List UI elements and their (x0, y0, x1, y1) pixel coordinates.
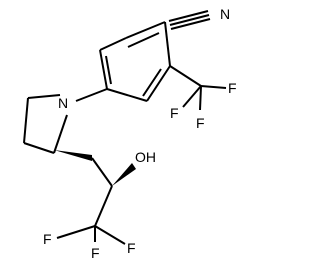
nitrile-n-label: N (220, 6, 230, 22)
stereo-wedge-1 (54, 150, 92, 161)
benzene-ring (99, 21, 171, 102)
fluorine-label: F (228, 80, 237, 96)
trifluoromethyl-aryl (169, 65, 227, 111)
nitrile-group (168, 10, 211, 30)
hydroxyl-label: OH (135, 149, 156, 165)
fluorine-label: F (170, 105, 179, 121)
stereo-wedge-2 (112, 163, 136, 186)
structure-diagram: N N OH F F F F F F (23, 6, 237, 261)
pyrrolidine-n-label: N (58, 95, 68, 111)
aryl-n-bond (75, 88, 108, 102)
fluorine-label: F (196, 115, 205, 131)
fluorine-label: F (127, 240, 136, 256)
molecule-drawing: N N OH F F F F F F (23, 6, 237, 261)
side-chain (56, 157, 126, 245)
fluorine-label: F (91, 245, 100, 261)
fluorine-label: F (43, 231, 52, 247)
pyrrolidine-ring (23, 94, 68, 154)
